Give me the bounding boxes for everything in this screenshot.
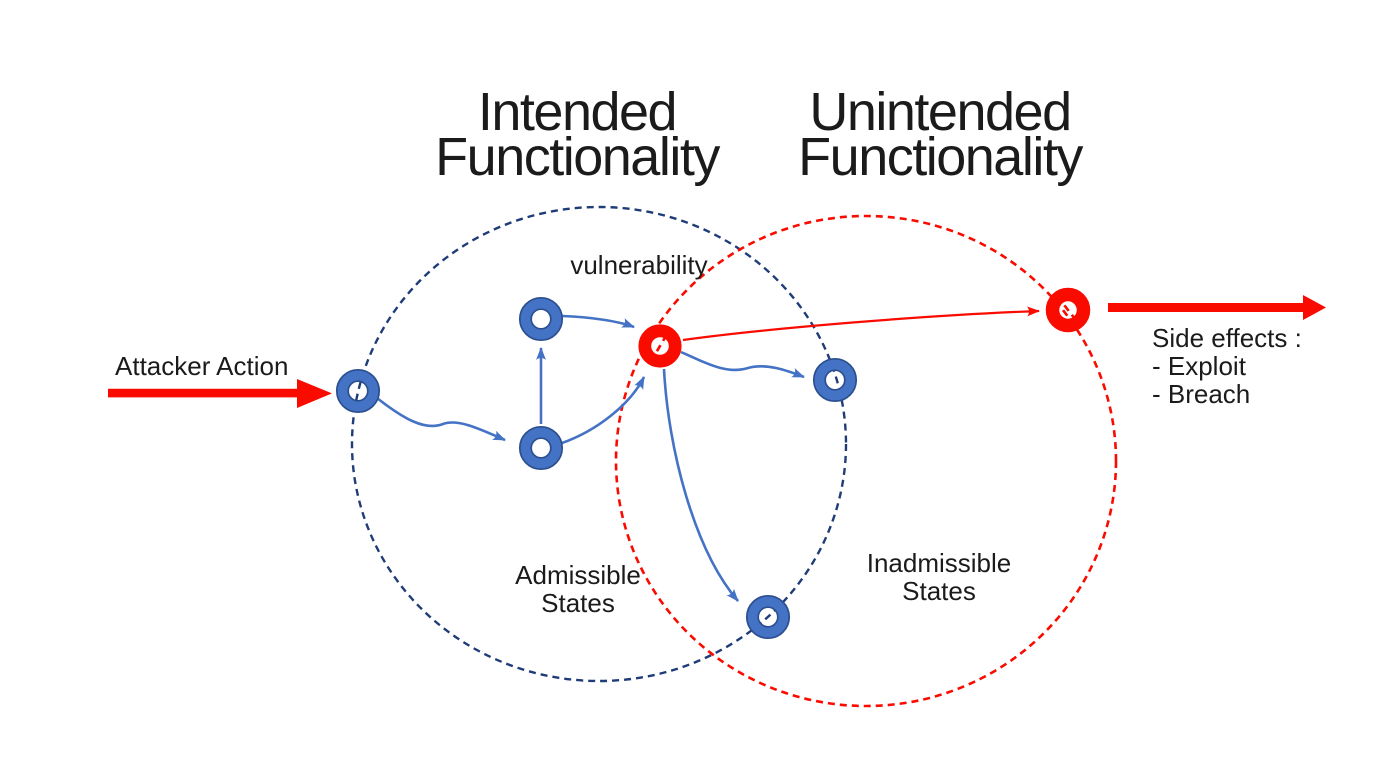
transition-edge-top-to-vulnerability (561, 314, 635, 329)
transition-edge-vulnerability-to-inadmissible (680, 350, 805, 379)
admissible-states-label-line2: States (541, 588, 615, 618)
vulnerability-label: vulnerability (570, 250, 707, 280)
unintended-functionality-circle (614, 214, 1118, 708)
side-effects-arrow (1108, 295, 1326, 320)
attacker-action-label: Attacker Action (115, 351, 288, 381)
side-effects-label-line2: - Exploit (1152, 351, 1247, 381)
labels: vulnerability Attacker Action Admissible… (115, 250, 1302, 618)
title-intended-line2: Functionality (435, 127, 720, 187)
state-node-top (518, 296, 564, 342)
attacker-action-arrow (108, 379, 332, 408)
transition-edge-mid-to-vulnerability (561, 376, 646, 445)
side-effects-label-line1: Side effects : (1152, 323, 1302, 353)
inadmissible-states-label-line1: Inadmissible (867, 548, 1012, 578)
state-node-bottom (745, 594, 791, 640)
title-unintended-line1: Unintended (809, 82, 1070, 142)
state-node-inadmissible (812, 357, 858, 403)
vulnerability-node (638, 324, 682, 368)
title-intended-line1: Intended (478, 82, 676, 142)
state-nodes (335, 287, 1091, 640)
set-circles (350, 205, 1118, 708)
inadmissible-states-label-line2: States (902, 576, 976, 606)
side-effects-label-line3: - Breach (1152, 379, 1250, 409)
exit-node (1045, 287, 1091, 333)
transition-edges (376, 314, 805, 602)
exploit-edge-vulnerability-to-exit (682, 306, 1040, 342)
state-node-middle (518, 425, 564, 471)
transition-edge-vulnerability-to-bottom (662, 368, 739, 602)
admissible-states-label-line1: Admissible (515, 560, 641, 590)
state-node-entry (335, 368, 381, 414)
titles: Intended Functionality Unintended Functi… (435, 82, 1085, 187)
title-unintended-line2: Functionality (798, 127, 1083, 187)
intended-functionality-circle (350, 205, 848, 683)
transition-edge-entry-to-mid (376, 396, 506, 442)
